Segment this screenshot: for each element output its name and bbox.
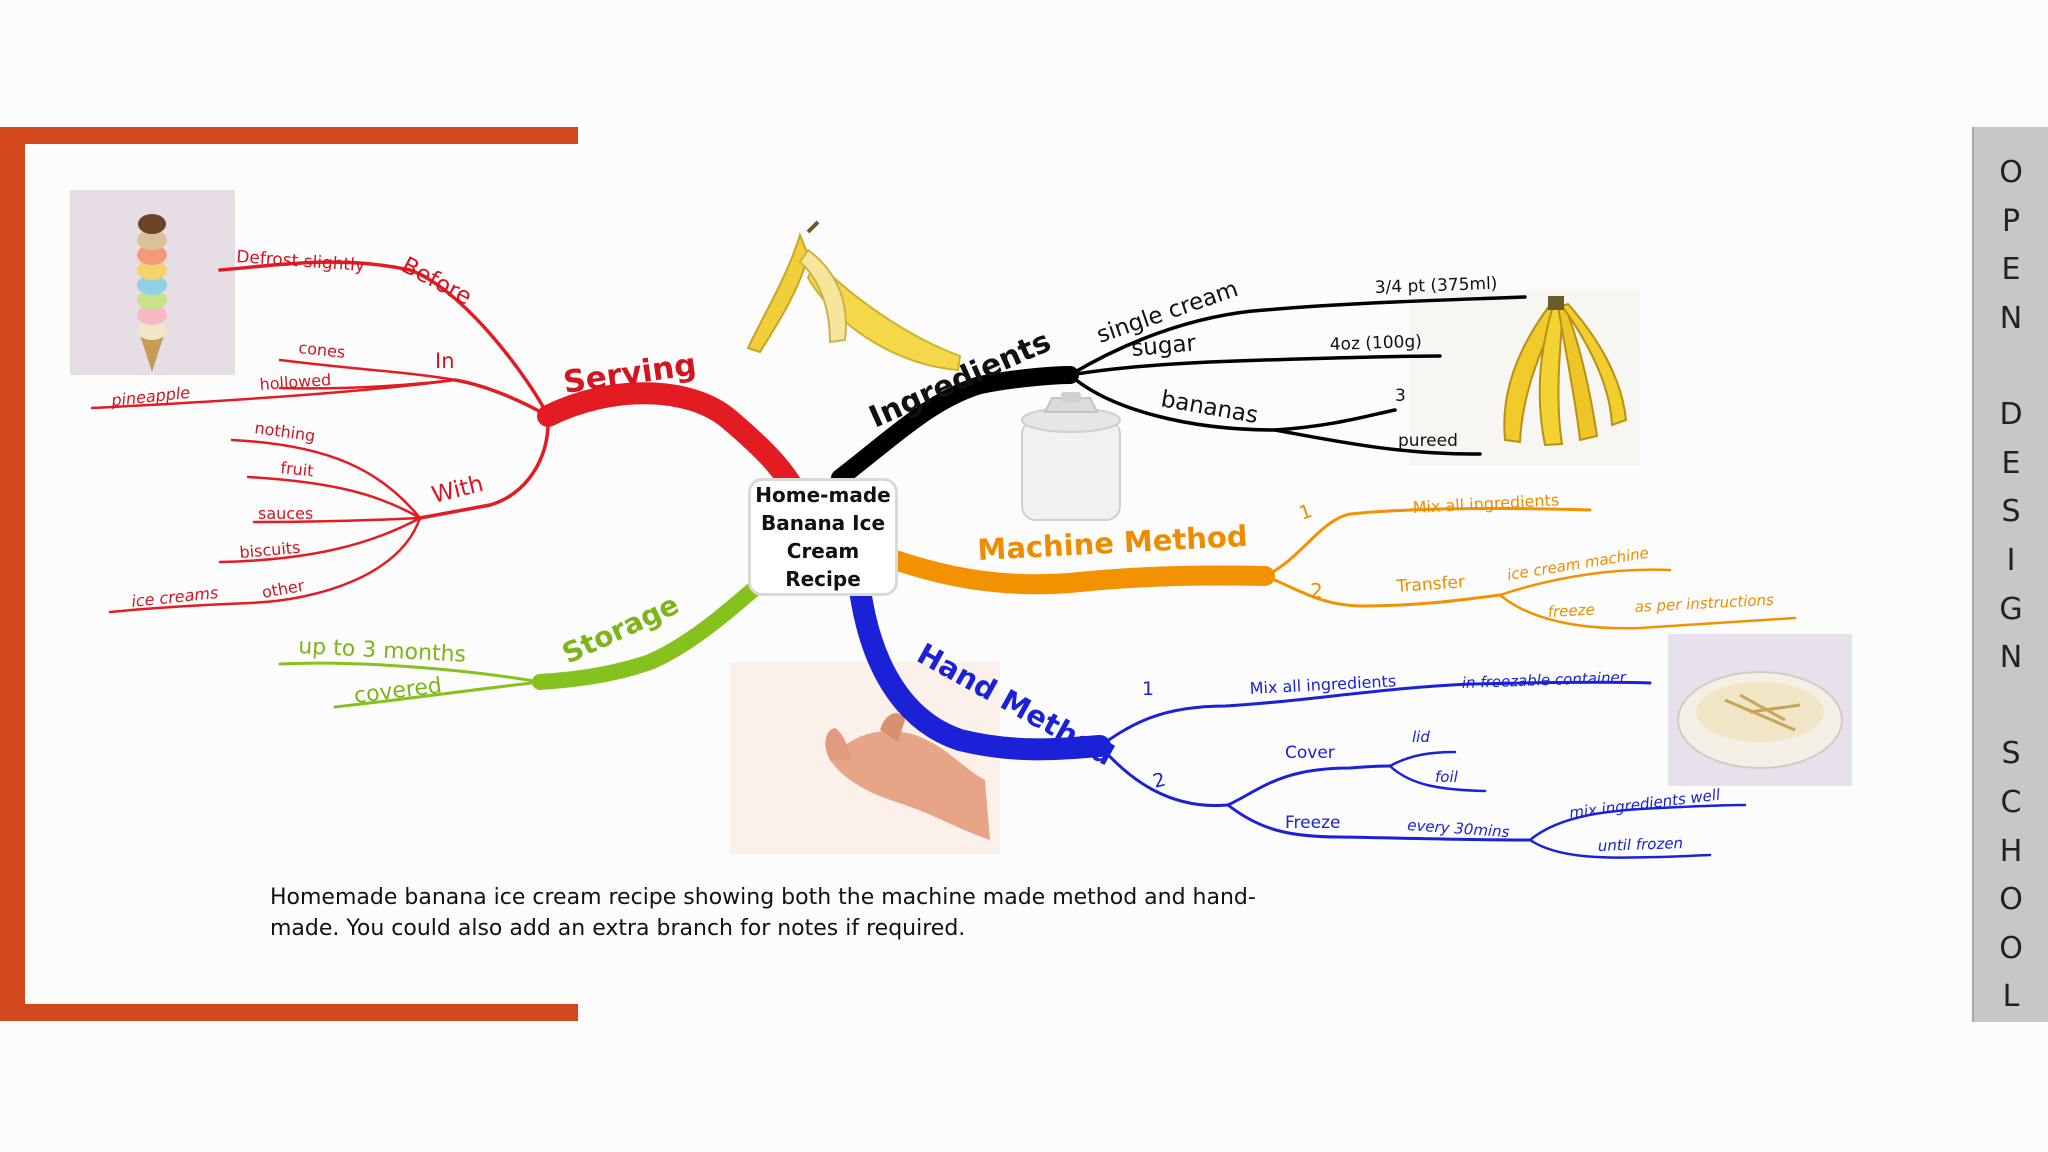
hand-mix-well: mix ingredients well <box>1568 786 1722 822</box>
ingredients-bananas: bananas <box>1159 386 1260 429</box>
ice-cream-cone-image <box>70 190 235 375</box>
hand-method-branch <box>849 579 1747 859</box>
sidebar-letter: O <box>1999 155 2023 190</box>
machine-freeze: freeze <box>1547 601 1595 621</box>
serving-before: Before <box>397 252 476 310</box>
bananas-bunch-image <box>1410 290 1640 466</box>
hand-step-1: 1 <box>1142 678 1154 700</box>
sidebar-letter: L <box>2002 979 2020 1015</box>
hand-freeze: Freeze <box>1285 813 1340 833</box>
ingredients-bananas-qty: 3 <box>1395 386 1406 406</box>
ingredients-pureed: pureed <box>1398 431 1458 451</box>
ice-cream-maker-image <box>1021 392 1121 521</box>
mind-map: Serving Before Defrost slightly In cones… <box>70 190 1852 859</box>
hand-step-2: 2 <box>1151 768 1168 792</box>
machine-method-branch <box>885 507 1797 630</box>
hand-lid: lid <box>1412 728 1430 746</box>
sidebar-letter: N <box>1999 300 2023 336</box>
ingredients-sugar-qty: 4oz (100g) <box>1329 332 1422 355</box>
sidebar-letter: O <box>1999 882 2023 918</box>
frame-bottom-bar <box>0 1004 578 1021</box>
hand-foil: foil <box>1435 768 1459 786</box>
sidebar-letter: E <box>2001 445 2021 481</box>
caption: Homemade banana ice cream recipe showing… <box>270 885 1256 941</box>
hand-mix: Mix all ingredients <box>1249 671 1396 698</box>
peeled-banana-image <box>746 220 962 372</box>
hand-cover: Cover <box>1285 743 1335 763</box>
sidebar-letter: H <box>1999 833 2023 869</box>
sidebar-letter: S <box>2001 736 2021 772</box>
frame-left-bar <box>0 127 25 1021</box>
serving-cones: cones <box>298 338 347 362</box>
sidebar-letter <box>1974 343 2048 391</box>
sidebar-letter: I <box>2006 542 2016 578</box>
hand-container: in freezable container <box>1462 668 1628 692</box>
ingredients-branch <box>831 295 1527 487</box>
serving-pineapple: pineapple <box>109 383 191 410</box>
machine-transfer: Transfer <box>1395 572 1466 597</box>
ingredients-single-cream-qty: 3/4 pt (375ml) <box>1374 274 1497 298</box>
central-topic: Home-made Banana Ice Cream Recipe <box>748 478 898 596</box>
machine-step-2: 2 <box>1310 579 1323 603</box>
sidebar-letter: S <box>2001 494 2021 530</box>
serving-with: With <box>429 471 486 509</box>
frame-top-bar <box>0 127 578 144</box>
sidebar-letter: C <box>2000 785 2022 821</box>
bowl-image <box>1668 634 1852 786</box>
storage-covered: covered <box>353 673 444 709</box>
sidebar-letter: G <box>1999 591 2023 627</box>
sidebar-letter: P <box>2001 203 2021 239</box>
hand-until-frozen: until frozen <box>1598 834 1684 855</box>
storage-branch <box>278 567 778 709</box>
serving-defrost: Defrost slightly <box>236 247 366 276</box>
machine-ice-cream-machine: ice cream machine <box>1506 544 1650 584</box>
hand-image <box>730 662 1000 854</box>
sidebar-letter: O <box>1999 930 2023 966</box>
sidebar-letter: D <box>1999 397 2023 433</box>
machine-as-per-instructions: as per instructions <box>1634 591 1774 616</box>
serving-fruit: fruit <box>280 458 315 480</box>
sidebar-letter: E <box>2001 252 2021 288</box>
serving-branch <box>90 260 811 614</box>
serving-sauces: sauces <box>258 504 313 523</box>
serving-biscuits: biscuits <box>239 538 301 562</box>
serving-hollowed: hollowed <box>259 370 332 394</box>
serving-in: In <box>435 349 455 373</box>
sidebar-letter <box>1974 683 2048 731</box>
machine-mix: Mix all ingredients <box>1412 490 1559 517</box>
machine-step-1: 1 <box>1296 500 1315 525</box>
machine-method-label: Machine Method <box>977 519 1249 567</box>
sidebar-letter: N <box>1999 640 2023 676</box>
ingredients-sugar: sugar <box>1130 330 1197 362</box>
